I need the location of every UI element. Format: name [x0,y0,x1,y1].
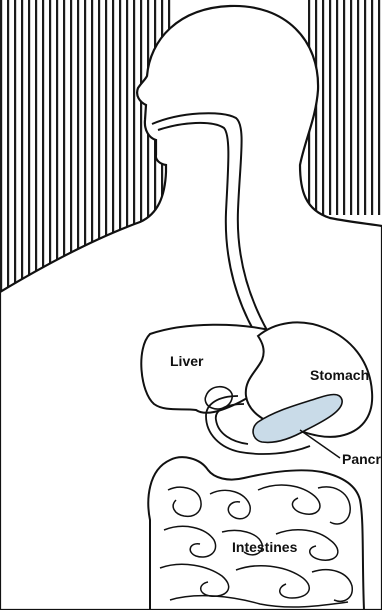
hatched-background-right [305,0,382,215]
pancreas-label: Pancreas [342,451,382,467]
stomach-label: Stomach [310,367,369,383]
intestines-label: Intestines [232,539,298,555]
liver-label: Liver [170,353,204,369]
